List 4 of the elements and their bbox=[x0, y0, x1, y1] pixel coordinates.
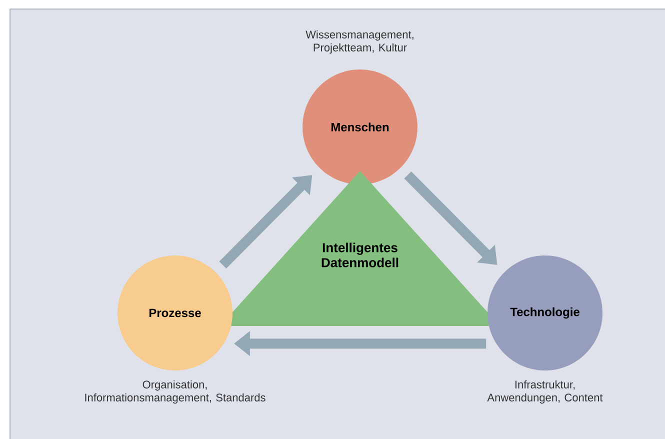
node-label: Wissensmanagement, Projektteam, Kultur bbox=[306, 30, 414, 54]
node-label: Organisation, Informationsmanagement, Standards bbox=[85, 380, 266, 404]
triangle: Intelligentes Datenmodell bbox=[220, 171, 500, 326]
node-label: Infrastruktur, Anwendungen, Content bbox=[487, 380, 603, 404]
